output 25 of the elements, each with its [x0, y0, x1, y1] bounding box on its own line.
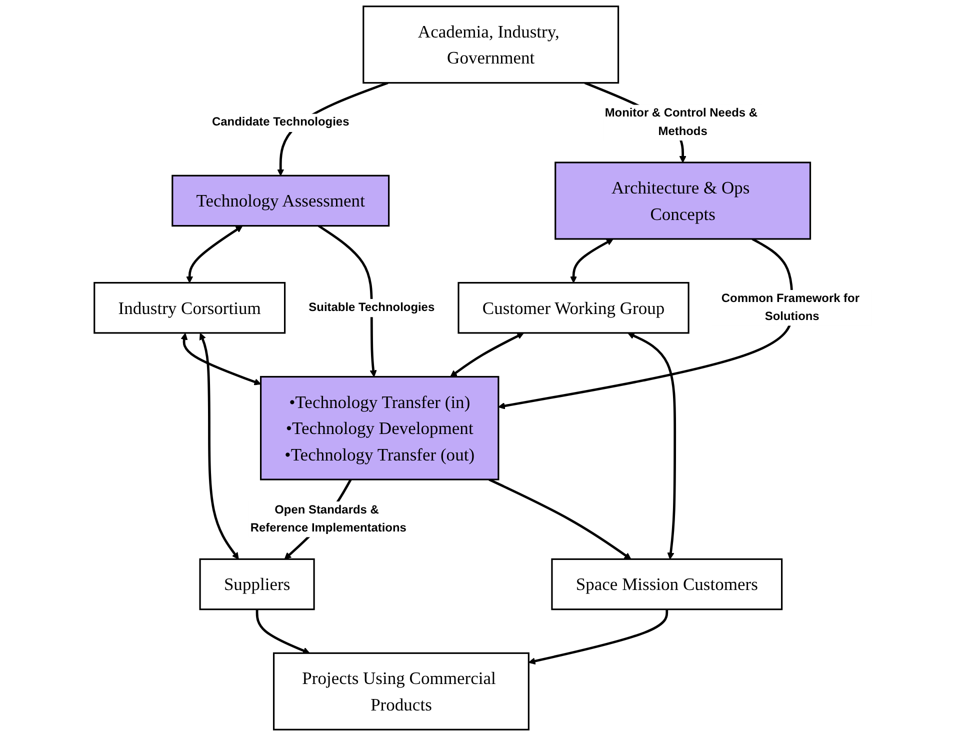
edge-label: Suitable Technologies [309, 300, 436, 314]
arrow [181, 332, 262, 386]
arrow [256, 609, 310, 654]
node-box: Industry Corsortium [94, 282, 286, 334]
arrow [628, 332, 676, 560]
node-box: Space Mission Customers [552, 558, 784, 610]
edge-label: Monitor & Control Needs & Methods [605, 106, 758, 138]
node-box: Academia, Industry, Government [363, 6, 620, 84]
node-box: •Technology Transfer (in) •Technology Development •Technology Transfer (out) [260, 376, 500, 480]
arrow [570, 238, 614, 284]
node-box: Customer Working Group [458, 282, 690, 334]
arrow [498, 238, 794, 410]
node-box: Projects Using Commercial Products [273, 652, 530, 730]
edge-label: Open Standards & Reference Implementations [250, 503, 407, 534]
arrow [450, 332, 524, 378]
node-box: Architecture & Ops Concepts [555, 162, 812, 240]
arrow [318, 224, 378, 378]
edge-label: Candidate Technologies [212, 115, 350, 129]
arrow [200, 332, 240, 560]
node-box: Technology Assessment [172, 174, 390, 227]
edge-label: Common Framework for Solutions [722, 292, 860, 323]
arrow [186, 226, 244, 284]
arrow [528, 609, 669, 665]
arrow [489, 478, 632, 560]
node-box: Suppliers [200, 558, 316, 610]
